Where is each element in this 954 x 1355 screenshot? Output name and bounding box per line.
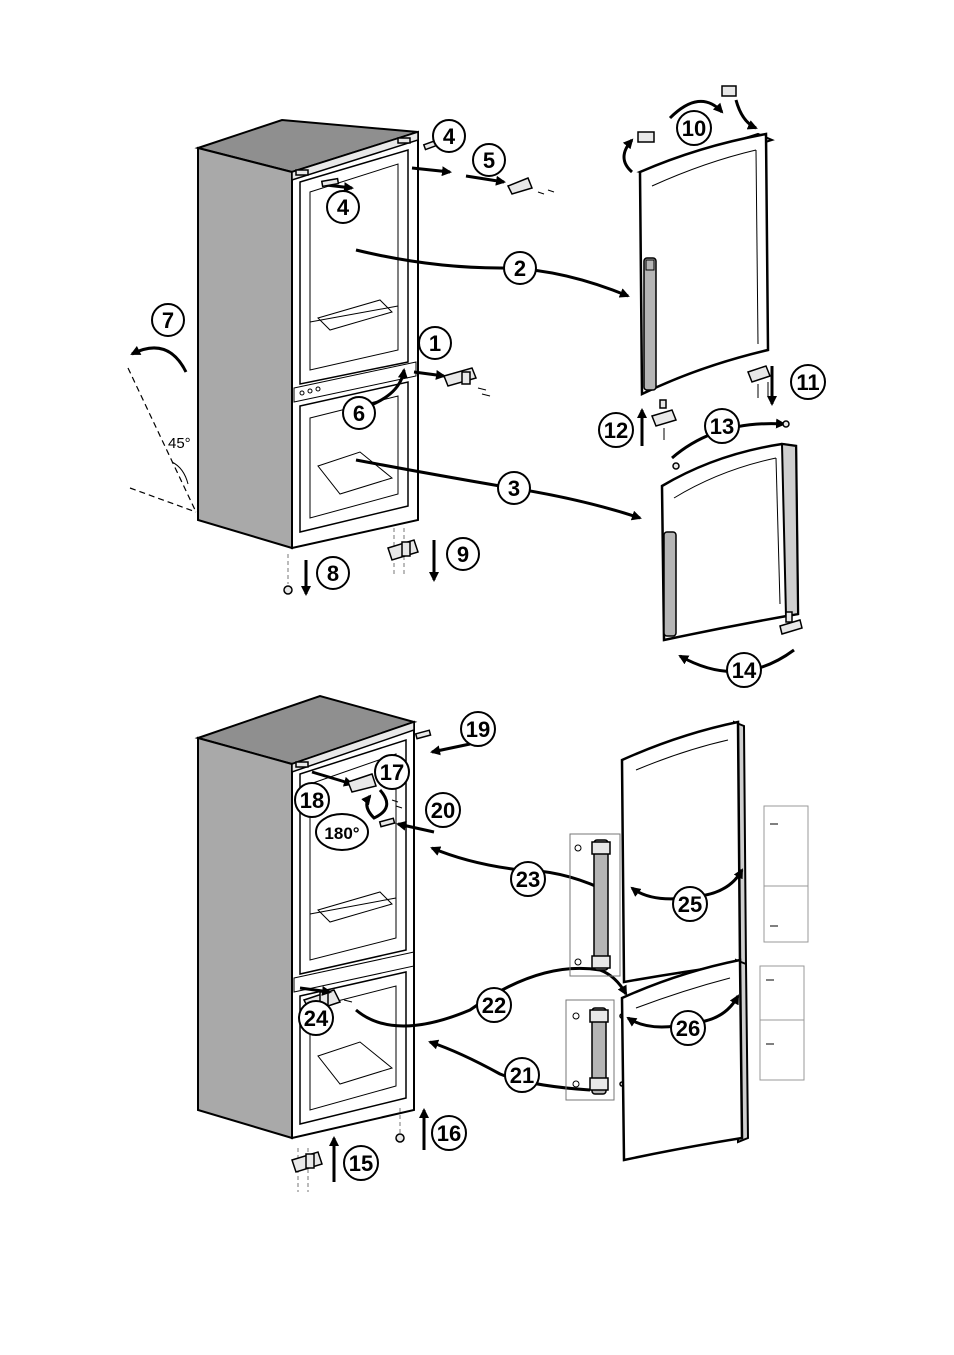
step-number: 12	[604, 418, 628, 443]
step-badge-24: 24	[299, 1001, 333, 1035]
step-number: 20	[431, 798, 455, 823]
step-badge-23: 23	[511, 862, 545, 896]
step-number: 1	[429, 331, 441, 356]
step-number: 21	[510, 1063, 534, 1088]
tilt-guide: 45°	[128, 368, 196, 512]
bottom-illustration: 180°	[198, 696, 808, 1192]
step-badge-11: 11	[791, 365, 825, 399]
top-illustration: 45°	[128, 86, 802, 672]
step-badge-13: 13	[705, 409, 739, 443]
bottom-hinge-part	[388, 528, 434, 580]
angle-label: 45°	[168, 435, 191, 452]
step-badge-22: 22	[477, 988, 511, 1022]
step-number: 8	[327, 561, 339, 586]
step-number: 19	[466, 717, 490, 742]
step-badge-9: 9	[447, 538, 479, 570]
middle-hinge-part	[444, 368, 490, 396]
step-badge-1: 1	[419, 327, 451, 359]
adjustable-foot	[284, 554, 306, 594]
step-number: 18	[300, 788, 324, 813]
freezer-door-reversed	[622, 960, 748, 1160]
step-number: 23	[516, 867, 540, 892]
step-badge-20: 20	[426, 793, 460, 827]
top-hinge-part	[508, 178, 554, 194]
step-number: 24	[304, 1006, 329, 1031]
step-number: 7	[162, 308, 174, 333]
bottom-hinge-part-2	[292, 1138, 334, 1192]
freezer-door	[662, 444, 802, 672]
step-badge-19: 19	[461, 712, 495, 746]
step-badge-12: 12	[599, 413, 633, 447]
step-number: 4	[443, 124, 456, 149]
step-badge-16: 16	[432, 1116, 466, 1150]
step-badge-8: 8	[317, 557, 349, 589]
step-number: 14	[732, 658, 757, 683]
step-number: 26	[676, 1016, 700, 1041]
handle-panel-upper	[570, 834, 630, 976]
step-badge-4: 4	[433, 120, 465, 152]
step-badge-3: 3	[498, 472, 530, 504]
step-badge-5: 5	[473, 144, 505, 176]
step-number: 9	[457, 542, 469, 567]
step-badge-7: 7	[152, 304, 184, 336]
step-number: 11	[796, 370, 819, 395]
step-number: 25	[678, 892, 702, 917]
step-number: 15	[349, 1151, 373, 1176]
step-number: 5	[483, 148, 495, 173]
step-badge-10: 10	[677, 111, 711, 145]
step-number: 17	[380, 760, 404, 785]
step-badge-6: 6	[343, 397, 375, 429]
fridge-cabinet-top	[198, 120, 418, 548]
step-badge-17: 17	[375, 755, 409, 789]
step-number: 4	[337, 195, 350, 220]
step-number: 13	[710, 414, 734, 439]
rotation-label: 180°	[324, 824, 359, 843]
screw-panels	[760, 806, 808, 1080]
step-badge-25: 25	[673, 887, 707, 921]
step-badge-4: 4	[327, 191, 359, 223]
step-badge-2: 2	[504, 252, 536, 284]
fridge-door-reversed	[622, 722, 746, 982]
step-badge-18: 18	[295, 783, 329, 817]
step-number: 6	[353, 401, 365, 426]
adjustable-foot-2	[396, 1108, 424, 1150]
step-number: 10	[682, 116, 706, 141]
step-number: 16	[437, 1121, 461, 1146]
step-number: 2	[514, 256, 526, 281]
step-badge-26: 26	[671, 1011, 705, 1045]
step-badge-21: 21	[505, 1058, 539, 1092]
step-number: 22	[482, 993, 506, 1018]
step-badge-15: 15	[344, 1146, 378, 1180]
step-badge-14: 14	[727, 653, 761, 687]
handle-panel-lower	[566, 1000, 624, 1100]
step-number: 3	[508, 476, 520, 501]
